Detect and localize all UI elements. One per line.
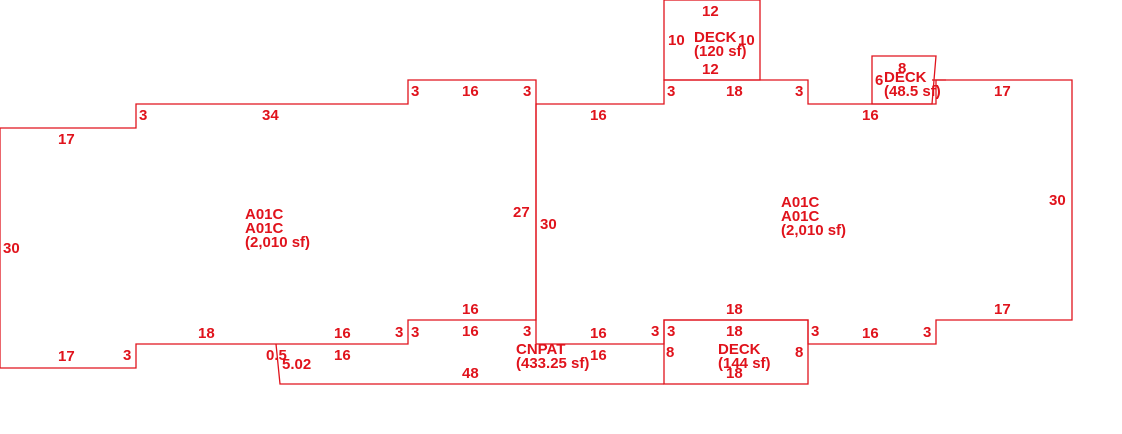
dim-label: 5.02 [282,356,311,373]
right-house-area: (2,010 sf) [781,222,846,239]
dim-label: 16 [590,347,607,364]
dim-label: 3 [811,323,819,340]
bottom-deck-area: (144 sf) [718,355,771,372]
dim-label: 30 [1049,192,1066,209]
dim-label: 16 [462,83,479,100]
right-house-code-1: A01C [781,194,820,211]
dim-label: 17 [994,301,1011,318]
top-deck-area: (120 sf) [694,43,747,60]
patio-outline [275,343,664,385]
dim-label: 3 [123,347,131,364]
patio-area: (433.25 sf) [516,355,589,372]
dim-label: 17 [994,83,1011,100]
dim-label: 10 [668,32,685,49]
left-house-code-1: A01C [245,206,284,223]
dim-label: 17 [58,348,75,365]
dim-label: 16 [862,325,879,342]
dim-label: 3 [523,323,531,340]
dim-label: 16 [590,325,607,342]
bottom-deck-label: DECK [718,341,761,358]
top-deck-outline [663,0,761,81]
dim-label: 8 [666,344,674,361]
dim-label: 3 [651,323,659,340]
dim-label: 3 [411,324,419,341]
dim-label: 8 [898,60,906,77]
dim-label: 18 [726,301,743,318]
dim-label: 3 [411,83,419,100]
dim-label: 48 [462,365,479,382]
patio-label: CNPAT [516,341,565,358]
dim-label: 16 [862,107,879,124]
small-deck-outline [871,55,937,105]
left-house-area: (2,010 sf) [245,234,310,251]
dim-label: 27 [513,204,530,221]
bottom-deck-outline [663,319,809,385]
dim-label: 10 [738,32,755,49]
small-deck-area: (48.5 sf) [884,83,941,100]
dim-label: 17 [58,131,75,148]
dim-label: 3 [395,324,403,341]
dim-label: 8 [795,344,803,361]
dim-label: 12 [702,3,719,20]
dim-label: 0.5 [266,347,287,364]
left-house-code-2: A01C [245,220,284,237]
dim-label: 18 [726,365,743,382]
right-house-code-2: A01C [781,208,820,225]
dim-label: 16 [334,325,351,342]
dim-label: 16 [334,347,351,364]
dim-label: 3 [795,83,803,100]
dim-label: 18 [198,325,215,342]
dim-label: 3 [923,324,931,341]
dim-label: 3 [139,107,147,124]
dim-label: 16 [462,301,479,318]
dim-label: 16 [590,107,607,124]
dim-label: 3 [523,83,531,100]
small-deck-label: DECK [884,69,927,86]
dim-label: 3 [667,83,675,100]
dim-label: 16 [462,323,479,340]
dim-label: 18 [726,323,743,340]
dim-label: 34 [262,107,279,124]
dim-label: 30 [540,216,557,233]
dim-label: 30 [3,240,20,257]
top-deck-label: DECK [694,29,737,46]
dim-label: 18 [726,83,743,100]
dim-label: 6 [875,72,883,89]
dim-label: 12 [702,61,719,78]
dim-label: 3 [667,323,675,340]
